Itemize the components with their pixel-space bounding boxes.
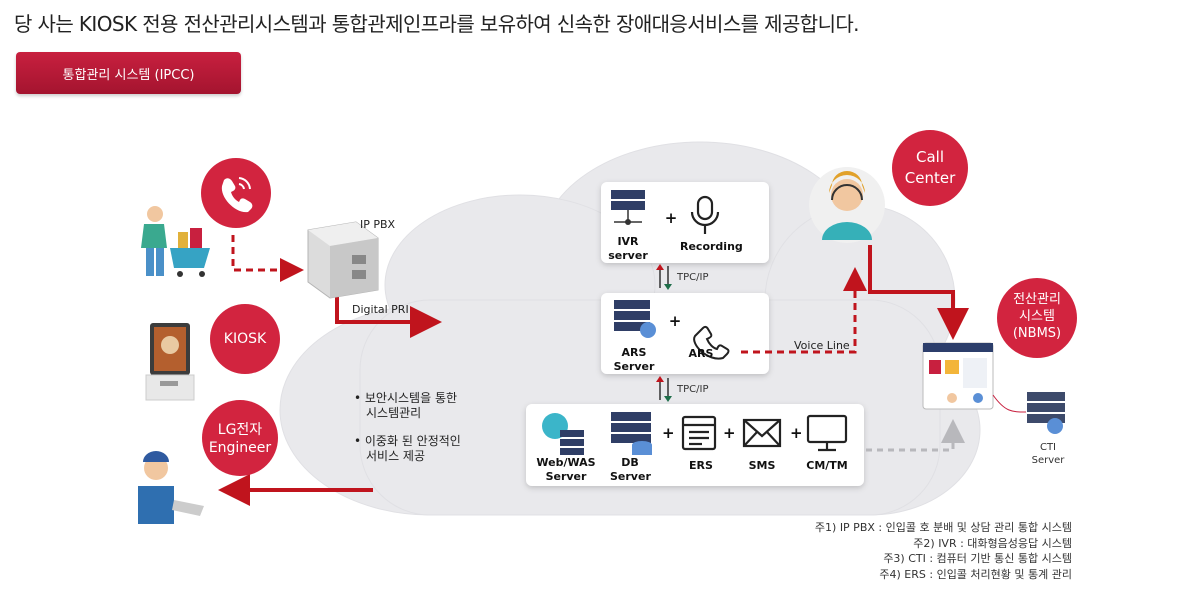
- handset-icon: [693, 325, 730, 360]
- ip-pbx-device-icon: [307, 221, 379, 299]
- footnotes: 주1) IP PBX : 인입콜 호 분배 및 상담 관리 통합 시스템 주2)…: [815, 520, 1072, 582]
- nbms-circle: [997, 278, 1077, 358]
- cti-server-icon: [1027, 392, 1065, 434]
- footnote-4: 주4) ERS : 인입콜 처리현황 및 통계 관리: [879, 567, 1072, 581]
- ers-label: ERS: [689, 459, 713, 472]
- plus-sign: +: [790, 424, 803, 442]
- cm-tm-label: CM/TM: [806, 459, 848, 472]
- plus-sign: +: [668, 312, 682, 330]
- sms-label: SMS: [748, 459, 776, 472]
- page-headline: 당 사는 KIOSK 전용 전산관리시스템과 통합관제인프라를 보유하여 신속한…: [14, 12, 860, 36]
- monitor-icon: [806, 414, 848, 452]
- call-center-agent-icon: [809, 167, 885, 243]
- envelope-icon: [742, 418, 782, 448]
- ivr-server-icon: [611, 190, 645, 225]
- plus-sign: +: [723, 424, 736, 442]
- ars-label: ARS: [688, 347, 714, 360]
- phone-circle: [201, 158, 271, 228]
- plus-sign: +: [662, 424, 675, 442]
- callcenter-arrow: [868, 245, 969, 340]
- ers-icon: [681, 415, 717, 451]
- footnote-3: 주3) CTI : 컴퓨터 기반 통신 통합 시스템: [883, 552, 1072, 565]
- kiosk-device-icon: [145, 323, 195, 401]
- microphone-icon: [690, 195, 720, 234]
- db-server-icon: [611, 412, 652, 455]
- voice-line-label: Voice Line: [794, 339, 850, 352]
- tpc-ip-label-1: TPC/IP: [677, 272, 709, 283]
- tpc-ip-label-2: TPC/IP: [677, 384, 709, 395]
- customer-dashed-arrow: [231, 235, 304, 282]
- plus-sign: +: [664, 209, 678, 227]
- voice-line-arrow: [741, 267, 867, 354]
- customer-cart-icon: [141, 206, 210, 277]
- callcenter-circle: [892, 130, 968, 206]
- phone-icon: [221, 177, 253, 213]
- nbms-grey-arrow: [866, 419, 965, 452]
- kiosk-circle: [210, 304, 280, 374]
- tab-ipcc[interactable]: 통합관리 시스템 (IPCC): [16, 52, 241, 94]
- ip-pbx-label: IP PBX: [360, 218, 396, 231]
- engineer-icon: [138, 451, 204, 524]
- kiosk-label: KIOSK: [223, 331, 267, 347]
- footnote-2: 주2) IVR : 대화형음성응답 시스템: [913, 536, 1072, 550]
- digital-pri-label: Digital PRI: [352, 303, 409, 316]
- ars-server-icon: [614, 300, 656, 338]
- nbms-monitor-icon: [922, 342, 994, 410]
- engineer-circle: [202, 400, 278, 476]
- recording-label: Recording: [680, 240, 743, 253]
- web-was-server-icon: [542, 413, 584, 455]
- footnote-1: 주1) IP PBX : 인입콜 호 분배 및 상담 관리 통합 시스템: [814, 521, 1072, 534]
